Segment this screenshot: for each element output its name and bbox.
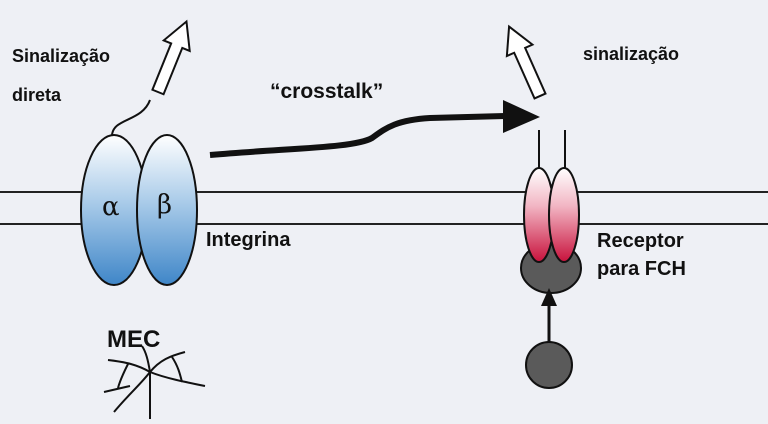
beta-symbol: β [157,190,172,220]
integrin-label: Integrina [206,229,290,252]
crosstalk-label: “crosstalk” [270,80,383,104]
direct-signaling-arrow [145,16,199,97]
right-signaling-arrow [496,21,552,102]
receptor-label-line2: para FCH [597,258,686,281]
crosstalk-arrow-shaft [210,116,505,155]
direct-signaling-label-line2: direta [12,85,61,106]
crosstalk-arrowhead [503,100,540,133]
receptor-subunit-right [549,168,579,262]
receptor-label-line1: Receptor [597,230,684,253]
alpha-symbol: α [102,192,120,222]
direct-signaling-label-line1: Sinalização [12,46,110,67]
ecm-label: MEC [107,326,160,354]
integrin-tail [112,100,150,136]
right-signaling-label: sinalização [583,44,679,65]
ligand-circle [526,342,572,388]
ecm-fibers-icon [104,346,205,419]
